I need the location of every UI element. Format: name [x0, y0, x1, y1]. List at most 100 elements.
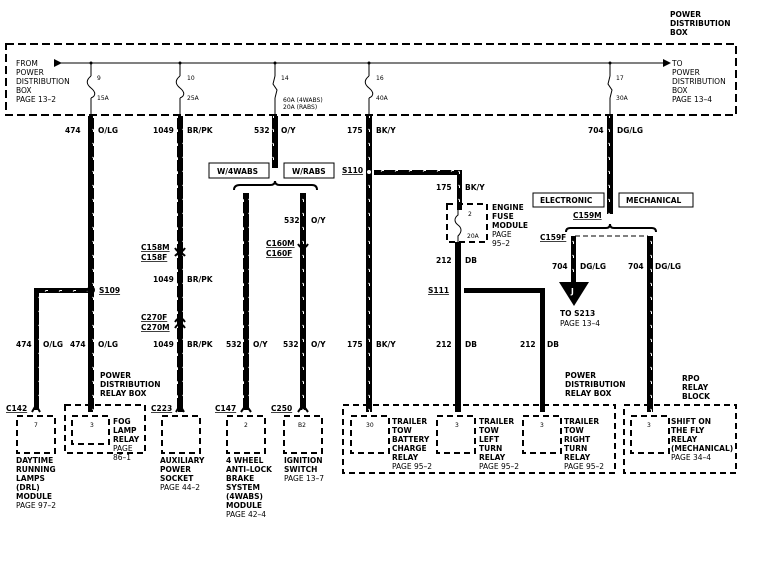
component-fog-lamp-relay: 3 FOG LAMP RELAY PAGE 86–1 [64, 404, 146, 462]
wire-704-color-2: DG/LG [580, 262, 606, 271]
svg-text:PAGE 34–4: PAGE 34–4 [671, 453, 711, 462]
svg-text:4 WHEEL: 4 WHEEL [226, 456, 264, 465]
svg-text:3: 3 [90, 422, 94, 429]
wire-704-circuit-2: 704 [552, 262, 568, 271]
svg-text:RELAY: RELAY [564, 453, 591, 462]
svg-text:BLOCK: BLOCK [682, 392, 711, 401]
svg-text:PAGE 95–2: PAGE 95–2 [479, 462, 519, 471]
pdrb-label-left: POWER DISTRIBUTION RELAY BOX [100, 371, 160, 398]
wire-704 [607, 116, 613, 214]
wire-212-right [540, 288, 545, 412]
component-4wabs-module: C147 2 4 WHEEL ANTI–LOCK BRAKE SYSTEM (4… [215, 403, 273, 519]
wire-175-fuse [457, 170, 462, 210]
svg-text:PAGE 97–2: PAGE 97–2 [16, 501, 56, 510]
component-ignition-switch: C250 B2 IGNITION SWITCH PAGE 13–7 [271, 403, 324, 483]
wire-1049-circuit: 1049 [153, 126, 174, 135]
svg-text:3: 3 [540, 422, 544, 429]
svg-text:2: 2 [244, 422, 248, 429]
wire-532-circuit-2: 532 [284, 216, 300, 225]
svg-text:3: 3 [455, 422, 459, 429]
component-drl-module: C142 7 DAYTIME RUNNING LAMPS (DRL) MODUL… [6, 402, 56, 510]
offpage-label-to: TO S213 [560, 309, 595, 318]
svg-text:POWER: POWER [16, 68, 44, 77]
option-bracket-704 [565, 223, 657, 233]
wire-1049-circuit-3: 1049 [153, 340, 174, 349]
from-arrow-icon [54, 59, 62, 67]
wire-532-color-2: O/Y [311, 216, 326, 225]
wire-1049-color-2: BR/PK [187, 275, 214, 284]
svg-text:IGNITION: IGNITION [284, 456, 323, 465]
svg-text:B2: B2 [298, 422, 306, 429]
wire-212-circuit-3: 212 [520, 340, 536, 349]
svg-text:RIGHT: RIGHT [564, 435, 591, 444]
svg-text:DISTRIBUTION: DISTRIBUTION [100, 380, 160, 389]
svg-text:DISTRIBUTION: DISTRIBUTION [565, 380, 625, 389]
svg-text:TURN: TURN [564, 444, 587, 453]
connector-c160f: C160F [266, 249, 292, 258]
splice-s109: S109 [99, 286, 120, 295]
engine-fuse-module [446, 203, 488, 243]
svg-text:30: 30 [366, 422, 374, 429]
svg-text:95–2: 95–2 [492, 239, 510, 248]
svg-text:C250: C250 [271, 404, 292, 413]
svg-text:SYSTEM: SYSTEM [226, 483, 260, 492]
wire-1049-color-3: BR/PK [187, 340, 214, 349]
wire-175-color-2: BK/Y [465, 183, 485, 192]
svg-text:ENGINE: ENGINE [492, 203, 524, 212]
connector-c160-icon [297, 243, 309, 249]
wire-532-color-3: O/Y [253, 340, 268, 349]
svg-text:TRAILER: TRAILER [479, 417, 514, 426]
connector-c160m: C160M [266, 239, 295, 248]
svg-text:PAGE 13–7: PAGE 13–7 [284, 474, 324, 483]
svg-text:RUNNING: RUNNING [16, 465, 56, 474]
svg-text:PAGE 13–4: PAGE 13–4 [672, 95, 712, 104]
svg-text:LAMPS: LAMPS [16, 474, 45, 483]
splice-s110: S110 [342, 166, 363, 175]
wire-704-circuit-3: 704 [628, 262, 644, 271]
wire-474 [88, 116, 94, 412]
option-bracket [233, 180, 318, 191]
svg-text:LAMP: LAMP [113, 426, 137, 435]
svg-text:ANTI–LOCK: ANTI–LOCK [226, 465, 273, 474]
pdrb-trailer-box [342, 404, 616, 474]
svg-text:SWITCH: SWITCH [284, 465, 317, 474]
svg-text:DISTRIBUTION: DISTRIBUTION [672, 77, 726, 86]
svg-text:60A (4WABS): 60A (4WABS) [283, 97, 323, 104]
engine-fuse-icon [454, 210, 462, 242]
svg-text:PAGE 13–2: PAGE 13–2 [16, 95, 56, 104]
svg-text:RELAY BOX: RELAY BOX [565, 389, 612, 398]
connector-c159f: C159F [540, 233, 566, 242]
wire-474-circuit: 474 [65, 126, 81, 135]
fuse-10: 10 25A [175, 61, 200, 117]
connector-c159m: C159M [573, 211, 602, 220]
svg-text:AUXILIARY: AUXILIARY [160, 456, 205, 465]
svg-text:SOCKET: SOCKET [160, 474, 194, 483]
svg-text:BRAKE: BRAKE [226, 474, 254, 483]
svg-text:PAGE 95–2: PAGE 95–2 [564, 462, 604, 471]
wire-704-mechanical [647, 236, 653, 412]
wire-474-drl [34, 288, 39, 410]
option-wrabs [283, 162, 335, 179]
svg-text:DISTRIBUTION: DISTRIBUTION [670, 19, 730, 28]
wire-532-4wabs [243, 193, 249, 410]
svg-text:TOW: TOW [564, 426, 584, 435]
option-w4wabs [208, 162, 270, 179]
svg-text:TRAILER: TRAILER [564, 417, 599, 426]
wire-175-color-3: BK/Y [376, 340, 396, 349]
wire-212-color: DB [465, 256, 477, 265]
component-trailer-tow-left-turn-relay: 3 TRAILER TOW LEFT TURN RELAY PAGE 95–2 [436, 415, 519, 471]
to-pdb-label: TO POWER DISTRIBUTION BOX PAGE 13–4 [671, 59, 726, 104]
svg-text:POWER: POWER [100, 371, 131, 380]
svg-text:PAGE 95–2: PAGE 95–2 [392, 462, 432, 471]
option-electronic-label: ELECTRONIC [540, 196, 593, 205]
svg-text:PAGE 44–2: PAGE 44–2 [160, 483, 200, 492]
wire-704-circuit: 704 [588, 126, 604, 135]
splice-s111: S111 [428, 286, 449, 295]
wire-532-rabs [300, 193, 306, 410]
wire-532-color-4: O/Y [311, 340, 326, 349]
svg-text:RELAY: RELAY [392, 453, 419, 462]
wire-212-color-3: DB [547, 340, 559, 349]
svg-text:LEFT: LEFT [479, 435, 500, 444]
svg-text:FROM: FROM [16, 59, 38, 68]
wire-175-circuit-2: 175 [436, 183, 452, 192]
